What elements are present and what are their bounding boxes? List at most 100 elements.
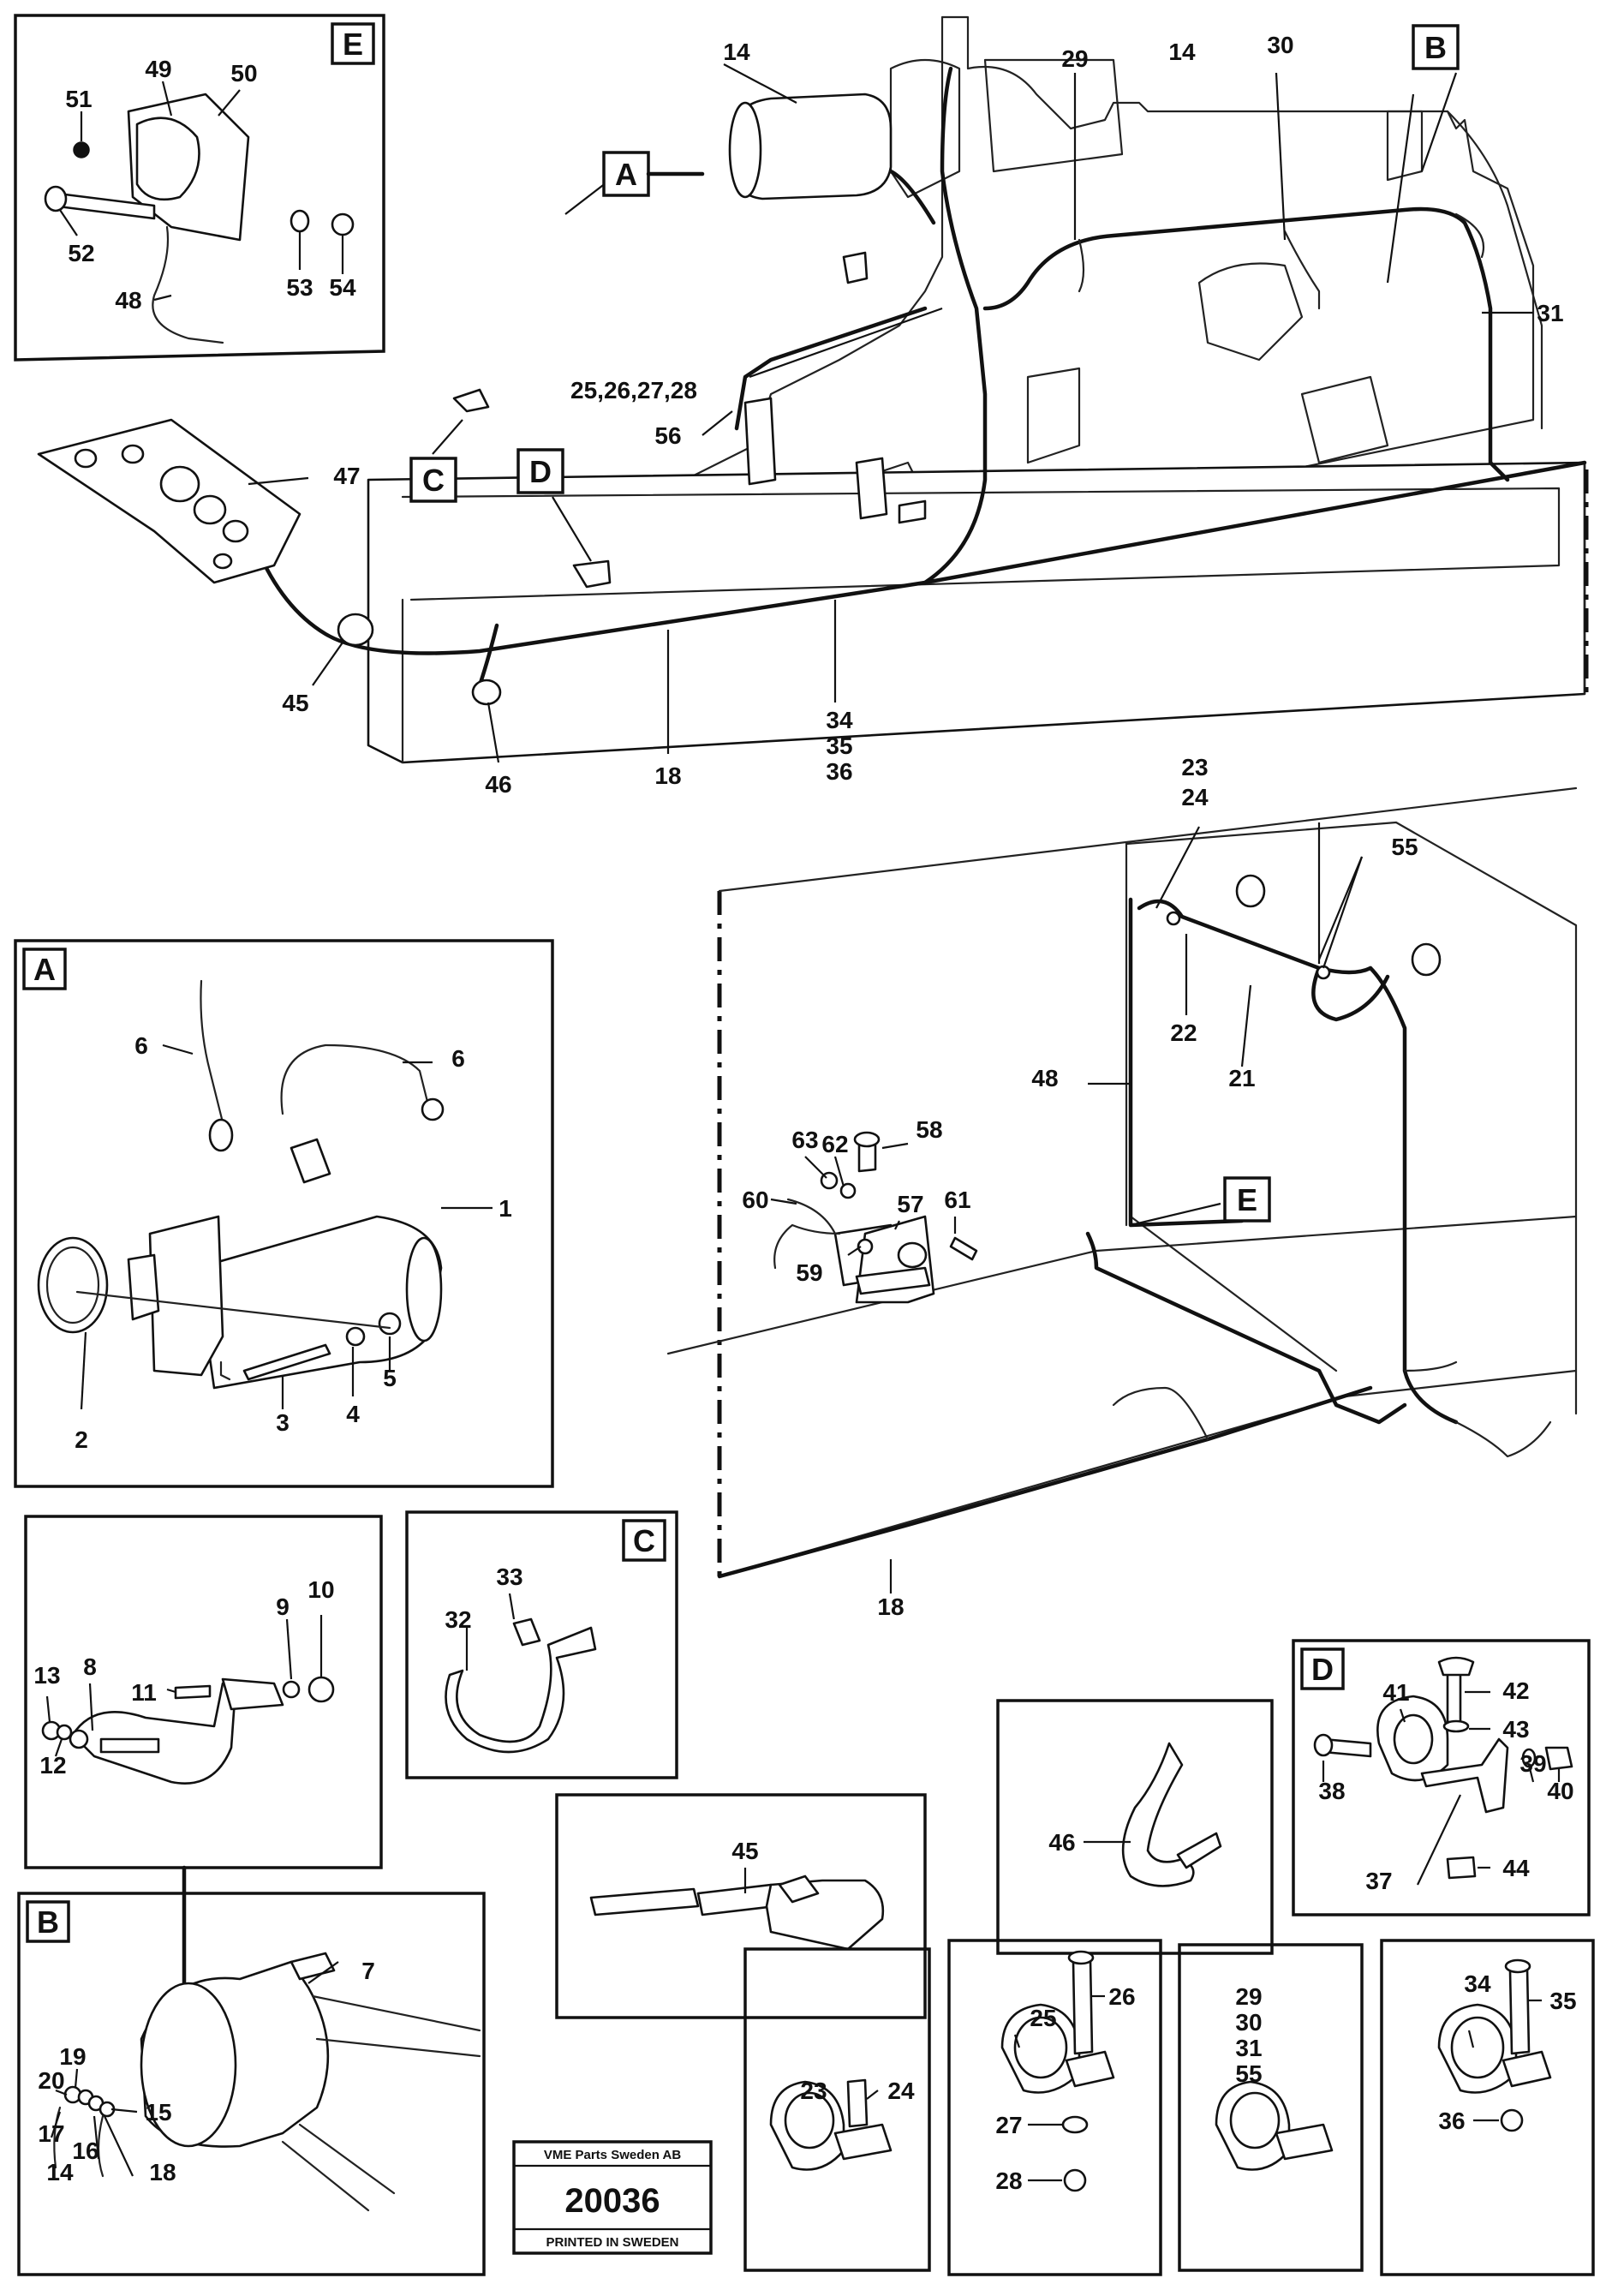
- tag-b-main: B: [1412, 24, 1460, 70]
- tag-d-inset: D: [1300, 1647, 1345, 1690]
- callout-63: 63: [791, 1127, 818, 1153]
- callout-43: 43: [1502, 1716, 1529, 1743]
- stamp-note: PRINTED IN SWEDEN: [546, 2235, 678, 2250]
- callout-51: 51: [65, 86, 92, 112]
- callout-55: 55: [1391, 834, 1418, 860]
- callout-52: 52: [68, 240, 94, 266]
- callout-8: 8: [83, 1653, 97, 1680]
- callout-55: 55: [1235, 2060, 1262, 2087]
- callout-32: 32: [445, 1606, 471, 1633]
- tag-b-main-label: B: [1424, 30, 1447, 65]
- tag-d-main-label: D: [529, 454, 552, 489]
- callout-31: 31: [1235, 2035, 1262, 2061]
- tag-e-main-label: E: [1237, 1182, 1257, 1217]
- callout-33: 33: [496, 1564, 522, 1590]
- tag-e-inset: E: [331, 22, 375, 65]
- callout-5: 5: [383, 1365, 397, 1391]
- inset-clamp-25: [947, 1939, 1162, 2276]
- callout-61: 61: [944, 1187, 970, 1213]
- tag-d-inset-label: D: [1311, 1652, 1334, 1687]
- engine-assembly: [37, 15, 1589, 764]
- callout-numbers: 14 29 14 30 31 25,26,27,28 56 47 45 46 1…: [33, 32, 1576, 2194]
- callout-25: 25: [1030, 2005, 1056, 2031]
- inset-clamp-29: [1178, 1943, 1364, 2272]
- callout-54: 54: [329, 274, 356, 301]
- callout-59: 59: [796, 1259, 822, 1286]
- tag-d-main: D: [516, 448, 564, 494]
- callout-14: 14: [723, 39, 750, 65]
- callout-25-28: 25,26,27,28: [570, 377, 697, 404]
- callout-9: 9: [276, 1593, 290, 1620]
- tag-b-inset: B: [26, 1900, 70, 1943]
- callout-62: 62: [821, 1131, 848, 1157]
- callout-36: 36: [1438, 2108, 1465, 2134]
- callout-48: 48: [115, 287, 141, 314]
- callout-46: 46: [1048, 1829, 1075, 1856]
- callout-44: 44: [1502, 1855, 1530, 1881]
- callout-60: 60: [742, 1187, 768, 1213]
- callout-1: 1: [499, 1195, 512, 1222]
- callout-50: 50: [230, 60, 257, 87]
- callout-27: 27: [995, 2112, 1022, 2138]
- cab-assembly: [666, 786, 1578, 1593]
- callout-12: 12: [39, 1752, 66, 1779]
- callout-48: 48: [1031, 1065, 1058, 1091]
- callout-47: 47: [333, 463, 360, 489]
- callout-56: 56: [654, 422, 681, 449]
- callout-30: 30: [1235, 2009, 1262, 2036]
- inset-b: [17, 1865, 486, 2276]
- callout-10: 10: [307, 1576, 334, 1603]
- callout-58: 58: [916, 1116, 942, 1143]
- callout-22: 22: [1170, 1019, 1197, 1046]
- callout-14: 14: [46, 2159, 74, 2185]
- tag-c-inset-label: C: [633, 1523, 655, 1558]
- callout-23: 23: [1181, 754, 1208, 780]
- callout-49: 49: [145, 56, 171, 82]
- stamp-company: VME Parts Sweden AB: [544, 2148, 681, 2162]
- tag-a-inset: A: [22, 948, 67, 990]
- callout-14: 14: [1168, 39, 1196, 65]
- inset-d: [1292, 1639, 1591, 1916]
- inset-clamp-34: [1380, 1939, 1595, 2276]
- callout-35: 35: [1549, 1988, 1576, 2014]
- part-number-stamp: VME Parts Sweden AB 20036 PRINTED IN SWE…: [512, 2140, 713, 2255]
- callout-35: 35: [826, 732, 852, 759]
- tag-a-main-label: A: [615, 157, 637, 192]
- callout-19: 19: [59, 2043, 86, 2070]
- callout-11: 11: [131, 1679, 157, 1706]
- callout-40: 40: [1547, 1778, 1573, 1804]
- callout-16: 16: [72, 2138, 99, 2164]
- callout-3: 3: [276, 1409, 290, 1436]
- callout-28: 28: [995, 2167, 1022, 2194]
- callout-6: 6: [134, 1032, 148, 1059]
- tag-e-main: E: [1223, 1176, 1271, 1223]
- callout-29: 29: [1235, 1983, 1262, 2010]
- callout-13: 13: [33, 1662, 60, 1689]
- callout-42: 42: [1502, 1677, 1529, 1704]
- callout-46: 46: [485, 771, 511, 798]
- callout-4: 4: [346, 1401, 360, 1427]
- callout-38: 38: [1318, 1778, 1345, 1804]
- callout-30: 30: [1267, 32, 1293, 58]
- callout-39: 39: [1519, 1750, 1546, 1777]
- callout-7: 7: [361, 1958, 375, 1984]
- callout-41: 41: [1382, 1679, 1409, 1706]
- callout-29: 29: [1061, 45, 1088, 72]
- inset-clamp-23: [743, 1947, 931, 2272]
- tag-c-main: C: [409, 457, 457, 503]
- tag-e-inset-label: E: [343, 27, 363, 62]
- callout-2: 2: [75, 1426, 88, 1453]
- callout-24: 24: [887, 2078, 915, 2104]
- tag-c-main-label: C: [422, 463, 445, 498]
- inset-ground-strap: [24, 1515, 383, 1869]
- callout-45: 45: [731, 1838, 758, 1864]
- inset-c: [405, 1510, 678, 1779]
- callout-15: 15: [145, 2099, 171, 2126]
- callout-18: 18: [654, 762, 681, 789]
- callout-23: 23: [800, 2078, 827, 2104]
- tag-a-main: A: [602, 151, 705, 197]
- callout-21: 21: [1228, 1065, 1255, 1091]
- tag-b-inset-label: B: [37, 1904, 59, 1940]
- inset-clamp-45: [555, 1793, 927, 2019]
